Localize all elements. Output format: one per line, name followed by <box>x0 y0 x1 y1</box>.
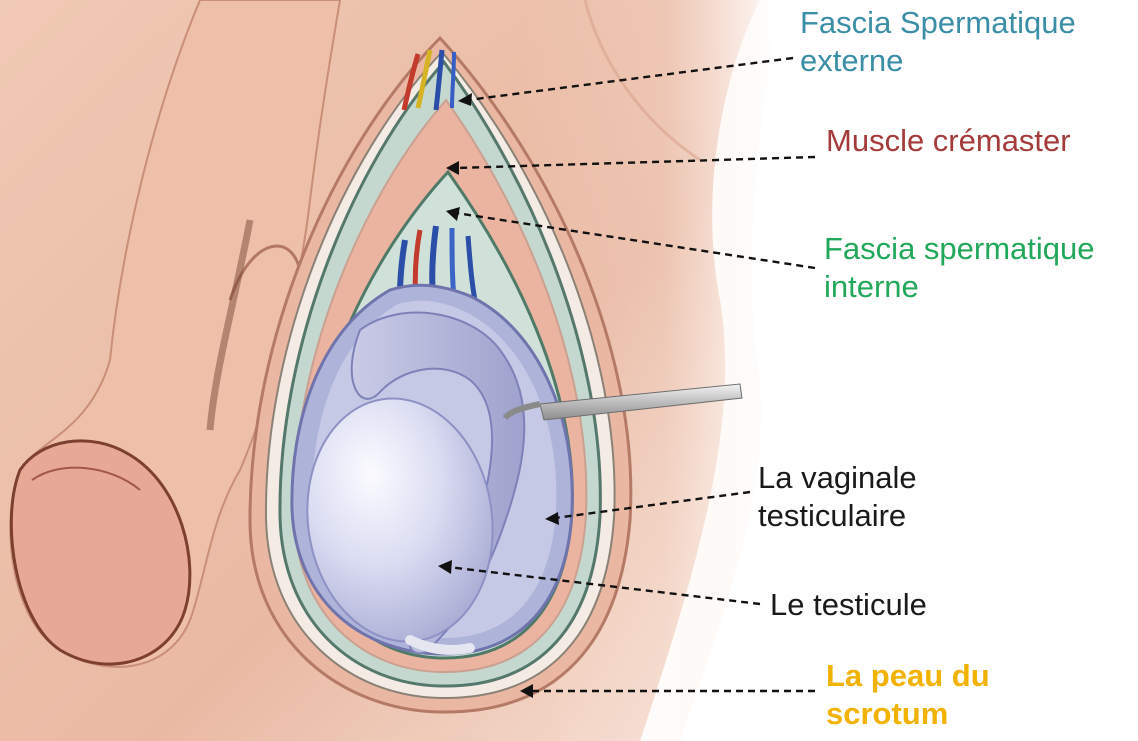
label-fascia-spermatique-interne: Fascia spermatique interne <box>824 230 1095 306</box>
arrowhead-vaginale <box>545 512 559 525</box>
penis-illustration <box>9 0 342 668</box>
arrowhead-fascia-interne <box>446 207 460 221</box>
leader-lines <box>447 56 816 693</box>
label-fascia-externe-line2: externe <box>800 43 904 78</box>
label-muscle-cremaster: Muscle crémaster <box>826 122 1071 160</box>
label-fascia-externe-line1: Fascia Spermatique <box>800 5 1076 40</box>
label-peau-du-scrotum: La peau du scrotum <box>826 657 990 733</box>
label-vaginale-testiculaire: La vaginale testiculaire <box>758 459 917 535</box>
label-muscle-cremaster-line1: Muscle crémaster <box>826 123 1071 158</box>
leader-vaginale <box>554 490 751 520</box>
retractor-tool <box>502 383 743 421</box>
label-testicule-line1: Le testicule <box>770 587 927 622</box>
leader-arrowheads <box>438 93 559 698</box>
label-testicule: Le testicule <box>770 586 927 624</box>
label-fascia-interne-line1: Fascia spermatique <box>824 231 1095 266</box>
arrowhead-muscle-cremaster <box>446 161 459 175</box>
leader-fascia-interne <box>455 211 816 270</box>
label-fascia-spermatique-externe: Fascia Spermatique externe <box>800 4 1076 80</box>
arrowhead-fascia-externe <box>458 93 472 106</box>
leader-testicule <box>447 565 761 606</box>
arrowhead-testicule <box>438 560 452 574</box>
scrotal-layers <box>248 35 633 714</box>
label-vaginale-line1: La vaginale <box>758 460 917 495</box>
arrowhead-peau-scrotum <box>520 684 533 698</box>
label-vaginale-line2: testiculaire <box>758 498 907 533</box>
leader-fascia-externe <box>467 56 794 102</box>
label-peau-line2: scrotum <box>826 696 949 731</box>
label-fascia-interne-line2: interne <box>824 269 919 304</box>
label-peau-line1: La peau du <box>826 658 990 693</box>
